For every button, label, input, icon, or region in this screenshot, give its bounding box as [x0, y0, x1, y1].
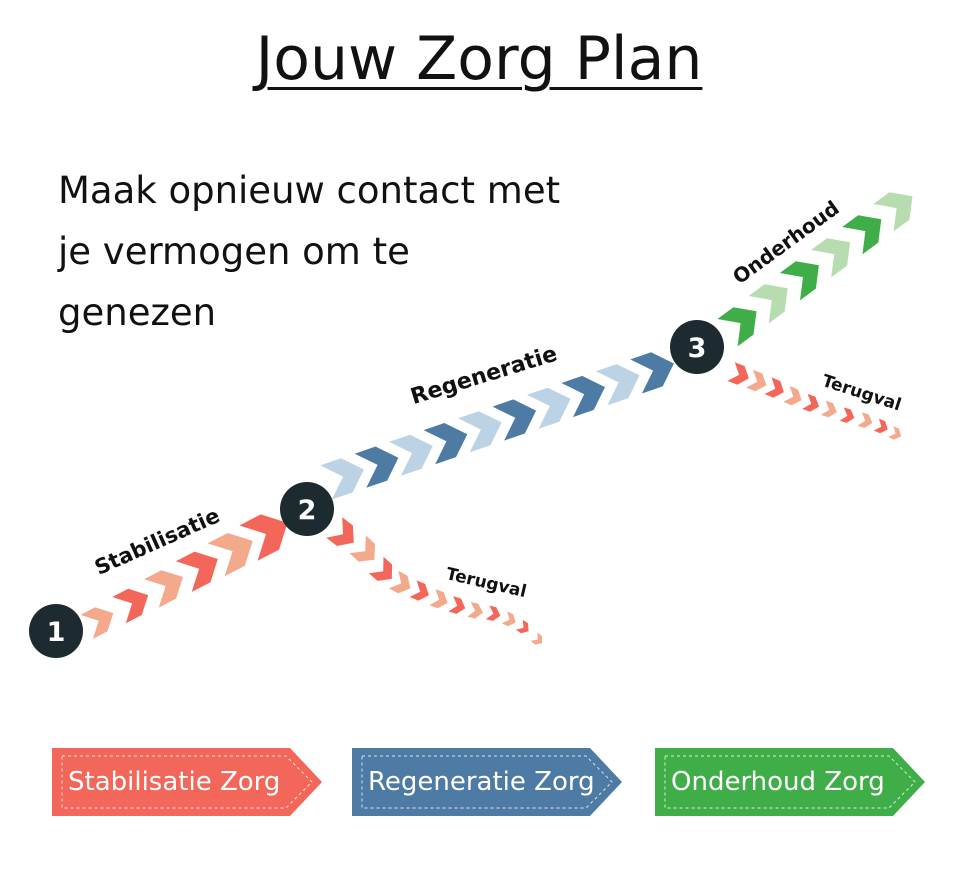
page-title: Jouw Zorg Plan — [0, 24, 958, 94]
chevron-terugval-2 — [746, 369, 767, 392]
chevron-terugval-1 — [530, 632, 542, 645]
phase-label-terugval-1: Terugval — [444, 564, 528, 602]
chevron-terugval-2 — [888, 426, 902, 440]
chevron-terugval-2 — [727, 362, 749, 385]
title-text: Jouw Zorg Plan — [255, 24, 703, 94]
chevron-terugval-2 — [820, 400, 837, 418]
chevron-terugval-2 — [839, 407, 855, 423]
chevron-regeneratie — [389, 434, 433, 476]
legend-label-regeneratie: Regeneratie Zorg — [368, 767, 595, 797]
chevron-regeneratie — [526, 387, 571, 429]
step-nodes: 1 2 3 — [29, 320, 724, 658]
legend-tag-shape — [352, 748, 622, 816]
chevron-terugval-2 — [802, 393, 820, 412]
chevron-regeneratie — [630, 352, 674, 394]
chevron-stabilisatie — [80, 607, 114, 639]
chevron-path — [80, 192, 913, 645]
chevron-regeneratie — [458, 411, 502, 453]
step-node-1-label: 1 — [47, 617, 66, 648]
chevron-stabilisatie — [239, 514, 288, 561]
chevron-regeneratie — [561, 375, 605, 418]
subtitle: Maak opnieuw contact met je vermogen om … — [58, 169, 561, 334]
chevron-onderhoud — [842, 215, 882, 255]
chevron-terugval-1 — [388, 570, 411, 594]
step-node-2-label: 2 — [298, 495, 317, 526]
legend-label-stabilisatie: Stabilisatie Zorg — [68, 767, 281, 797]
chevron-regeneratie — [320, 458, 364, 500]
chevron-stabilisatie — [112, 588, 149, 624]
legend-tag-shape — [655, 748, 925, 816]
chevron-terugval-1 — [467, 602, 483, 619]
step-node-1 — [29, 604, 83, 658]
chevron-terugval-1 — [501, 611, 516, 627]
chevron-stabilisatie — [175, 551, 218, 592]
step-node-2 — [280, 482, 334, 536]
chevron-onderhoud — [748, 284, 788, 324]
chevron-terugval-1 — [326, 517, 354, 546]
chevron-terugval-1 — [349, 535, 375, 562]
chevron-terugval-1 — [485, 605, 501, 621]
legend-label-onderhoud: Onderhoud Zorg — [671, 767, 885, 797]
step-node-3 — [670, 320, 724, 374]
chevron-regeneratie — [354, 446, 399, 488]
chevron-regeneratie — [492, 399, 537, 441]
chevron-onderhoud — [873, 192, 913, 232]
step-node-3-label: 3 — [688, 333, 707, 364]
chevron-onderhoud — [811, 238, 851, 278]
chevron-terugval-1 — [429, 589, 448, 609]
legend-tag-shape — [52, 748, 322, 816]
chevron-terugval-2 — [857, 412, 873, 428]
chevron-onderhoud — [717, 307, 757, 347]
chevron-terugval-1 — [368, 556, 393, 581]
chevron-stabilisatie — [144, 570, 183, 608]
chevron-regeneratie — [595, 364, 640, 406]
chevron-terugval-1 — [448, 596, 466, 614]
chevron-terugval-2 — [783, 386, 802, 406]
chevron-terugval-2 — [873, 418, 888, 434]
chevron-terugval-1 — [409, 580, 429, 601]
chevron-terugval-2 — [764, 377, 784, 398]
chevron-terugval-1 — [515, 619, 529, 634]
chevron-onderhoud — [779, 261, 819, 301]
chevron-regeneratie — [423, 423, 468, 465]
chevron-stabilisatie — [207, 533, 253, 577]
